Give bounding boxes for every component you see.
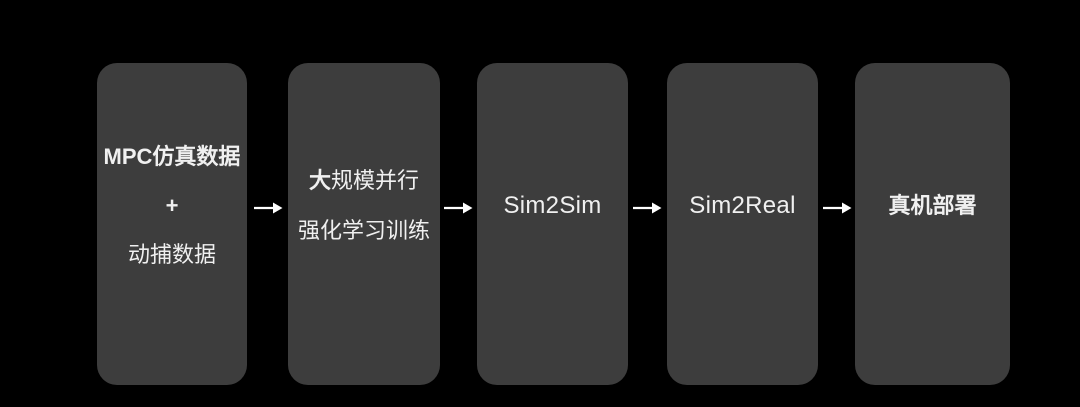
node-label: Sim2Real xyxy=(689,192,796,219)
flow-node-sim2sim: Sim2Sim xyxy=(477,63,628,385)
emphasized-char: 大 xyxy=(308,168,331,193)
node-line-rl-training: 强化学习训练 xyxy=(297,218,430,243)
arrow-right-icon xyxy=(253,201,283,215)
node-line-mocap-data: 动捕数据 xyxy=(127,242,216,267)
flow-node-rl-training: 大规模并行 强化学习训练 xyxy=(288,63,440,385)
flow-node-real-deployment: 真机部署 xyxy=(855,63,1010,385)
flow-node-sim2real: Sim2Real xyxy=(667,63,818,385)
node-text-block: MPC仿真数据 + 动捕数据 xyxy=(104,146,241,266)
node-line-mpc-sim-data: MPC仿真数据 xyxy=(103,144,241,169)
node-line-large-scale-parallel: 大规模并行 xyxy=(309,170,419,192)
line-rest: 规模并行 xyxy=(330,168,419,193)
arrow-right-icon xyxy=(443,201,473,215)
node-label: 真机部署 xyxy=(888,193,977,218)
flow-node-training-data: MPC仿真数据 + 动捕数据 xyxy=(97,63,247,385)
node-text-block: 大规模并行 强化学习训练 xyxy=(298,170,430,242)
arrow-right-icon xyxy=(632,201,662,215)
node-label: Sim2Sim xyxy=(503,192,602,219)
plus-sign: + xyxy=(165,193,179,218)
arrow-right-icon xyxy=(822,201,852,215)
